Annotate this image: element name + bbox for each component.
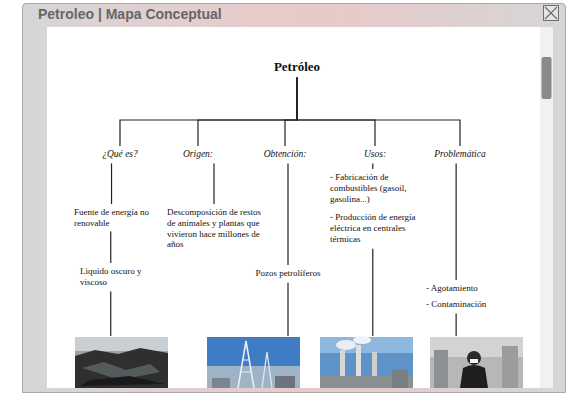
concept-text: - Fabricación de combustibles (gasoil, g…: [330, 172, 438, 245]
branch-line: [111, 163, 112, 204]
branch-line: [213, 163, 214, 204]
branch-line: [198, 78, 297, 146]
concept-text: Liquido oscuro y viscoso: [80, 266, 160, 288]
node-text: - Contaminación: [426, 299, 508, 310]
branch-line: [287, 163, 288, 265]
leader-line: [372, 249, 373, 336]
node-text: ¿Qué es?: [80, 149, 160, 160]
branch-heading: Obtención:: [245, 149, 325, 160]
branch-heading: Usos:: [335, 149, 415, 160]
branch-heading: Problemática: [420, 149, 500, 160]
branch-line: [120, 78, 297, 146]
branch-line: [456, 163, 457, 280]
concept-text: Descomposición de restos de animales y p…: [167, 207, 269, 250]
leader-line: [110, 292, 111, 336]
node-text: Petróleo: [257, 59, 337, 75]
node-text: Liquido oscuro y viscoso: [80, 266, 160, 288]
node-text: - Fabricación de combustibles (gasoil, g…: [330, 172, 438, 204]
branch-line: [297, 78, 460, 146]
node-text: Pozos petrolíferos: [240, 268, 336, 279]
node-text: Descomposición de restos de animales y p…: [167, 207, 269, 250]
power-plant-photo: [320, 336, 413, 388]
leader-line: [287, 283, 288, 336]
node-text: - Producción de energía eléctrica en cen…: [330, 212, 438, 244]
pollution-photo: [430, 337, 523, 388]
node-text: - Agotamiento: [426, 283, 508, 294]
leader-line: [456, 314, 457, 336]
branch-line: [110, 232, 111, 263]
branch-heading: Origen:: [158, 149, 238, 160]
node-text: Origen:: [158, 149, 238, 160]
branch-line: [285, 78, 297, 146]
concept-text: Fuente de energía no renovable: [74, 207, 168, 229]
close-button: [544, 6, 559, 21]
content-area: [47, 27, 553, 388]
branch-line: [297, 78, 375, 146]
root-concept: Petróleo: [257, 59, 337, 75]
scrollbar: [540, 27, 553, 388]
node-text: Usos:: [335, 149, 415, 160]
branch-line: [372, 163, 373, 169]
oil-well-photo: [207, 337, 300, 388]
node-text: Problemática: [420, 149, 500, 160]
node-text: Obtención:: [245, 149, 325, 160]
node-text: Fuente de energía no renovable: [74, 207, 168, 229]
concept-text: Pozos petrolíferos: [240, 268, 336, 279]
window-title: Petroleo | Mapa Conceptual: [38, 6, 222, 22]
oil-spill-photo: [75, 337, 168, 388]
branch-heading: ¿Qué es?: [80, 149, 160, 160]
concept-text: - Agotamiento - Contaminación: [426, 283, 508, 310]
